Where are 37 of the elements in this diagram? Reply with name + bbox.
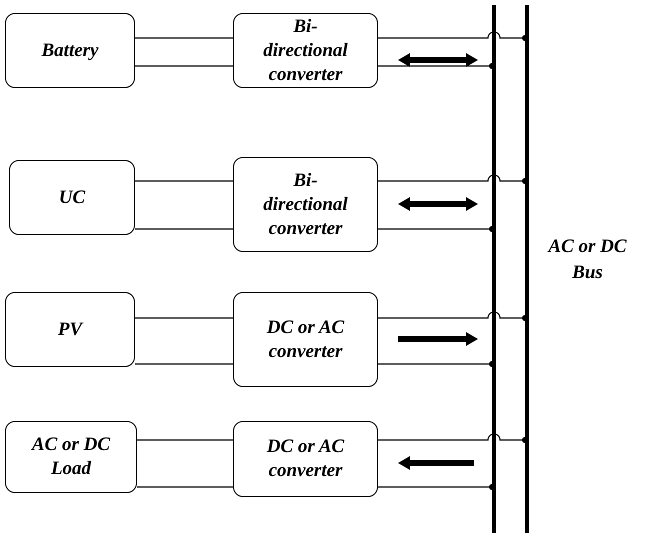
box-label: DC or AC converter [266, 316, 346, 364]
box-label: UC [58, 186, 86, 210]
block-arrow [398, 332, 478, 346]
connector-line [378, 226, 495, 232]
block-arrow [398, 197, 478, 211]
source-box [5, 13, 135, 88]
connector-line [135, 65, 233, 67]
block-arrow [398, 456, 474, 470]
connector-line [135, 363, 233, 365]
box-label: DC or AC converter [266, 435, 346, 483]
connector-line [378, 361, 495, 367]
connector-line [135, 180, 233, 182]
connector-line [137, 486, 233, 488]
converter-box [233, 157, 378, 252]
box-label: Bi- directional converter [262, 168, 349, 240]
connector-line [378, 63, 495, 69]
box-label: Bi- directional converter [262, 14, 349, 86]
converter-box [233, 421, 378, 497]
converter-box [233, 13, 378, 88]
connector-line [135, 228, 233, 230]
connector-line [137, 439, 233, 441]
connector-line [135, 317, 233, 319]
source-box [5, 421, 137, 493]
block-arrow [398, 53, 478, 67]
connector-line [378, 31, 528, 41]
bus-label: AC or DC Bus [546, 235, 628, 285]
box-label: Battery [42, 38, 98, 62]
source-box [9, 160, 135, 235]
source-box [5, 292, 135, 367]
converter-box [233, 292, 378, 387]
box-label: AC or DC Load [30, 433, 112, 481]
connector-line [378, 311, 528, 321]
box-label: PV [58, 318, 82, 342]
connector-line [378, 174, 528, 184]
connector-line [135, 37, 233, 39]
connector-line [378, 433, 528, 443]
connector-line [378, 484, 495, 490]
